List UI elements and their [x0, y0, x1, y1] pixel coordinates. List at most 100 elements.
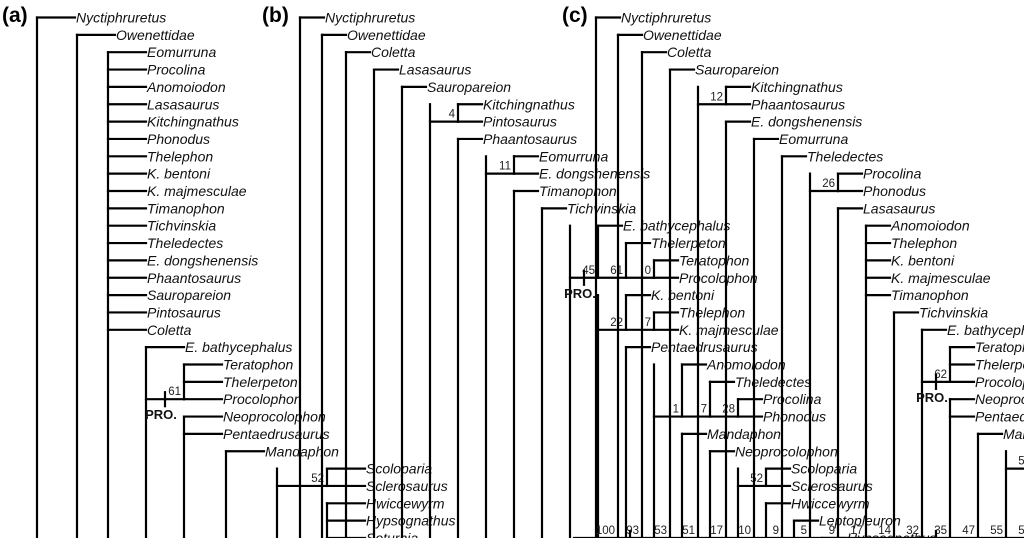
- taxon-label: Thelerpeton: [651, 235, 726, 251]
- taxon-label: Mandaphon: [1003, 426, 1024, 442]
- taxon-label: Procolophon: [223, 391, 302, 407]
- taxon-label: Tichvinskia: [147, 218, 216, 234]
- taxon-label: Phonodus: [763, 409, 826, 425]
- taxon-label: Phonodus: [147, 131, 210, 147]
- taxon-label: Scoloparia: [791, 461, 857, 477]
- taxon-label: Coletta: [371, 44, 416, 60]
- clade-label: PRO.: [916, 390, 948, 405]
- panel-label: (c): [562, 4, 588, 27]
- taxon-label: Owenettidae: [347, 27, 426, 43]
- taxon-label: Sauropareion: [427, 79, 511, 95]
- taxon-label: Tichvinskia: [567, 200, 636, 216]
- taxon-label: Sauropareion: [147, 287, 231, 303]
- taxon-label: Soturnia: [366, 530, 418, 538]
- taxon-label: Teratophon: [223, 357, 294, 373]
- taxon-label: Pintosaurus: [483, 114, 557, 130]
- taxon-label: Procolina: [763, 391, 822, 407]
- taxon-label: Mandaphon: [707, 426, 781, 442]
- taxon-label: Phaantosaurus: [751, 96, 845, 112]
- support-value: 54: [1018, 525, 1024, 537]
- taxon-label: Teratophon: [679, 252, 750, 268]
- support-value: 5: [801, 525, 807, 537]
- taxon-label: Procolophon: [679, 270, 758, 286]
- support-value: 12: [710, 91, 723, 103]
- taxon-label: E. bathycephalus: [623, 218, 730, 234]
- taxon-label: Lasasaurus: [399, 62, 471, 78]
- panel-3: (c)Nyctiphruretus100Owenettidae93PROCOL.…: [562, 4, 1024, 538]
- support-value: 14: [878, 525, 891, 537]
- panel-label: (a): [2, 4, 28, 27]
- support-value: 51: [682, 525, 695, 537]
- taxon-label: Theledectes: [807, 148, 883, 164]
- support-value: 55: [990, 525, 1003, 537]
- taxon-label: K. majmesculae: [679, 322, 779, 338]
- taxon-label: Thelerpeton: [975, 357, 1024, 373]
- taxon-label: K. bentoni: [651, 287, 715, 303]
- taxon-label: Kitchingnathus: [483, 96, 575, 112]
- support-value: 22: [610, 317, 623, 329]
- taxon-label: E. bathycephalus: [947, 322, 1024, 338]
- taxon-label: Eomurruna: [147, 44, 216, 60]
- taxon-label: Pentaedrusaurus: [975, 409, 1024, 425]
- taxon-label: Owenettidae: [116, 27, 195, 43]
- taxon-label: Sclerosaurus: [366, 478, 448, 494]
- taxon-label: Procolophon: [975, 374, 1024, 390]
- support-value: 10: [738, 525, 751, 537]
- taxon-label: Nyctiphruretus: [325, 10, 415, 26]
- taxon-label: Procolina: [147, 62, 206, 78]
- taxon-label: Sclerosaurus: [791, 478, 873, 494]
- taxon-label: Thelephon: [679, 304, 745, 320]
- taxon-label: Hypsognathus: [847, 530, 937, 538]
- support-value: 17: [710, 525, 723, 537]
- taxon-label: E. dongshenensis: [147, 252, 258, 268]
- support-value: 100: [596, 525, 615, 537]
- taxon-label: Leptopleuron: [819, 513, 901, 529]
- support-value: 47: [962, 525, 975, 537]
- taxon-label: Nyctiphruretus: [76, 10, 166, 26]
- taxon-label: Owenettidae: [643, 27, 722, 43]
- support-value: 45: [582, 265, 595, 277]
- taxon-label: Eomurruna: [779, 131, 848, 147]
- support-value: 61: [168, 386, 181, 398]
- support-value: 53: [654, 525, 667, 537]
- taxon-label: Coletta: [667, 44, 712, 60]
- taxon-label: K. bentoni: [891, 252, 955, 268]
- clade-label: PRO.: [145, 407, 177, 422]
- support-value: 93: [626, 525, 639, 537]
- taxon-label: Pentaedrusaurus: [223, 426, 330, 442]
- taxon-label: Nyctiphruretus: [621, 10, 711, 26]
- taxon-label: Anomoiodon: [146, 79, 226, 95]
- taxon-label: E. dongshenensis: [539, 166, 650, 182]
- taxon-label: E. bathycephalus: [185, 339, 292, 355]
- taxon-label: Coletta: [147, 322, 192, 338]
- taxon-label: E. dongshenensis: [751, 114, 862, 130]
- support-value: 52: [311, 473, 324, 485]
- taxon-label: Teratophon: [975, 339, 1024, 355]
- taxon-label: Timanophon: [891, 287, 969, 303]
- taxon-label: K. bentoni: [147, 166, 211, 182]
- taxon-label: Pentaedrusaurus: [651, 339, 758, 355]
- taxon-label: Eomurruna: [539, 148, 608, 164]
- taxon-label: Theledectes: [147, 235, 223, 251]
- support-value: 4: [449, 109, 456, 121]
- taxon-label: Hwiccewyrm: [791, 495, 870, 511]
- support-value: 9: [829, 525, 835, 537]
- support-value: 26: [822, 178, 835, 190]
- support-value: 52: [1018, 456, 1024, 468]
- taxon-label: Kitchingnathus: [751, 79, 843, 95]
- support-value: 32: [906, 525, 919, 537]
- support-value: 0: [645, 265, 651, 277]
- taxon-label: Neoprocolophon: [735, 443, 838, 459]
- support-value: 11: [499, 161, 511, 173]
- taxon-label: Timanophon: [147, 200, 225, 216]
- taxon-label: Anomoiodon: [706, 357, 786, 373]
- support-value: 7: [645, 317, 651, 329]
- panel-1: (a)Nyctiphruretus100Owenettidae94PROCOL.…: [2, 4, 456, 538]
- taxon-label: Hwiccewyrm: [366, 495, 445, 511]
- support-value: 62: [934, 369, 947, 381]
- support-value: 17: [850, 525, 863, 537]
- clade-label: PRO.: [564, 286, 596, 301]
- taxon-label: Anomoiodon: [890, 218, 970, 234]
- taxon-label: Timanophon: [539, 183, 617, 199]
- taxon-label: Phonodus: [863, 183, 926, 199]
